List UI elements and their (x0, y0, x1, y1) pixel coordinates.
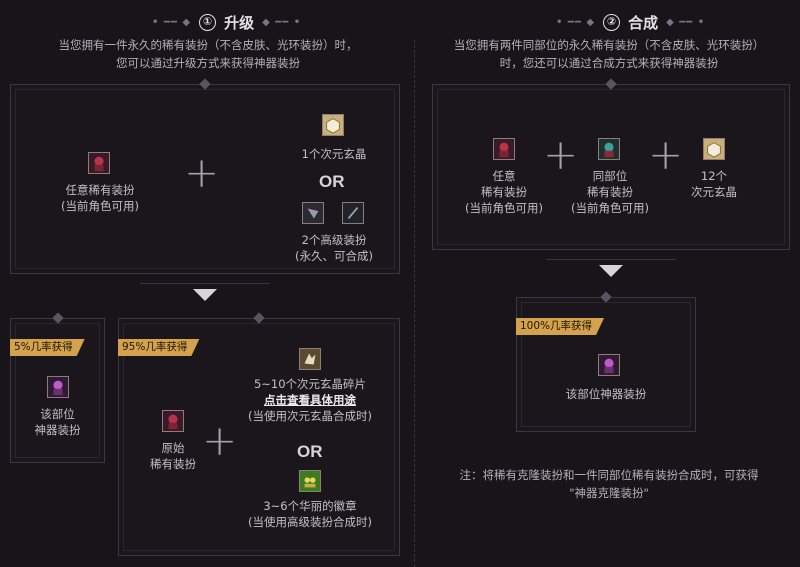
box-diamond-ornament (199, 78, 211, 90)
down-arrow-icon (599, 265, 623, 277)
box-diamond-ornament (605, 78, 617, 90)
any-rare-costume-icon (493, 138, 515, 160)
plus-icon: + (184, 148, 220, 197)
synthesis-description: 当您拥有两件同部位的永久稀有装扮（不含皮肤、光环装扮） 时，您还可以通过合成方式… (424, 36, 794, 72)
label-line: 5~10个次元玄晶碎片 (253, 377, 367, 391)
probability-95-tag: 95%几率获得 (118, 339, 199, 356)
note-line2: "神器克隆装扮" (569, 486, 649, 500)
synthesis-title-text: 合成 (628, 14, 659, 32)
badge-label: 3~6个华丽的徽章 (当使用高级装扮合成时) (230, 498, 390, 530)
title-deco-right: ◆ ━━ • (262, 17, 302, 28)
advanced-costume-label: 2个高级装扮 (永久、可合成) (284, 232, 384, 264)
synthesis-title: • ━━ ◆ ② 合成 ◆ ━━ • (556, 12, 705, 33)
label-line: 任意稀有装扮 (65, 183, 135, 197)
upgrade-description: 当您拥有一件永久的稀有装扮（不含皮肤、光环装扮）时， 您可以通过升级方式来获得神… (10, 36, 406, 72)
crystal-icon (322, 114, 344, 136)
label-line: 任意 (492, 169, 516, 183)
upgrade-title-text: 升级 (224, 14, 255, 32)
any-rare-costume-label: 任意稀有装扮 (当前角色可用) (40, 182, 160, 214)
title-deco-right: ◆ ━━ • (666, 17, 706, 28)
label-line: (永久、可合成) (295, 249, 373, 263)
label-line: (当前角色可用) (571, 201, 649, 215)
label-line: (当前角色可用) (465, 201, 543, 215)
same-slot-label: 同部位 稀有装扮 (当前角色可用) (560, 168, 660, 216)
synthesis-result-label: 该部位神器装扮 (565, 387, 647, 401)
synthesis-arrow-line (546, 259, 676, 277)
artifact-costume-icon (47, 376, 69, 398)
label-line: (当使用高级装扮合成时) (248, 515, 372, 529)
view-usage-link[interactable]: 点击查看具体用途 (264, 393, 356, 407)
artifact-costume-icon (598, 354, 620, 376)
title-deco-left: • ━━ ◆ (556, 17, 596, 28)
same-slot-costume-icon (598, 138, 620, 160)
original-rare-costume-icon (162, 410, 184, 432)
label-line: 稀有装扮 (481, 185, 527, 199)
advanced-costume-icon-b (342, 202, 364, 224)
synthesis-step-number: ② (603, 14, 621, 31)
badge-icon (299, 470, 321, 492)
upgrade-step-number: ① (199, 14, 217, 31)
any-rare-label: 任意 稀有装扮 (当前角色可用) (454, 168, 554, 216)
crystal-label: 1个次元玄晶 (301, 147, 367, 161)
label-line: 该部位 (40, 407, 75, 421)
crystal-icon (703, 138, 725, 160)
rare-costume-icon (88, 152, 110, 174)
label-line: 稀有装扮 (150, 457, 196, 471)
label-line: 2个高级装扮 (301, 233, 367, 247)
label-line: (当使用次元玄晶合成时) (248, 409, 372, 423)
label-line: 神器装扮 (34, 423, 81, 437)
shard-label: 5~10个次元玄晶碎片 点击查看具体用途 (当使用次元玄晶合成时) (230, 376, 390, 424)
down-arrow-icon (193, 289, 217, 301)
upgrade-desc-line2: 您可以通过升级方式来获得神器装扮 (116, 56, 300, 70)
synthesis-desc-line1: 当您拥有两件同部位的永久稀有装扮（不含皮肤、光环装扮） (453, 38, 765, 52)
label-line: 次元玄晶 (691, 185, 737, 199)
result-95-box (118, 312, 400, 556)
label-line: 原始 (161, 441, 185, 455)
advanced-costume-icon-a (302, 202, 324, 224)
label-line: 稀有装扮 (587, 185, 633, 199)
synthesis-note: 注：将稀有克隆装扮和一件同部位稀有装扮合成时，可获得 "神器克隆装扮" (424, 466, 794, 502)
or-separator: OR (319, 172, 345, 191)
result-5-label: 该部位 神器装扮 (10, 406, 105, 438)
label-line: 同部位 (592, 169, 628, 183)
original-rare-label: 原始 稀有装扮 (128, 440, 218, 472)
synthesis-materials-box (432, 78, 790, 250)
crystal-shard-icon (299, 348, 321, 370)
box-diamond-ornament (253, 312, 265, 324)
note-line1: 注：将稀有克隆装扮和一件同部位稀有装扮合成时，可获得 (459, 468, 759, 482)
label-line: 12个 (700, 169, 728, 183)
plus-icon: + (202, 416, 238, 465)
or-separator: OR (297, 442, 323, 461)
synthesis-desc-line2: 时，您还可以通过合成方式来获得神器装扮 (499, 56, 719, 70)
box-diamond-ornament (51, 312, 64, 324)
plus-icon: + (543, 130, 579, 179)
upgrade-title: • ━━ ◆ ① 升级 ◆ ━━ • (152, 12, 301, 33)
label-line: (当前角色可用) (61, 199, 139, 213)
plus-icon: + (648, 130, 684, 179)
probability-100-tag: 100%几率获得 (516, 318, 604, 335)
probability-5-tag: 5%几率获得 (10, 339, 85, 356)
label-line: 3~6个华丽的徽章 (263, 499, 357, 513)
section-divider (414, 40, 415, 567)
box-diamond-ornament (600, 291, 612, 303)
title-deco-left: • ━━ ◆ (152, 17, 192, 28)
upgrade-desc-line1: 当您拥有一件永久的稀有装扮（不含皮肤、光环装扮）时， (58, 38, 358, 52)
upgrade-arrow-line (140, 283, 270, 301)
crystal-12-label: 12个 次元玄晶 (674, 168, 754, 200)
